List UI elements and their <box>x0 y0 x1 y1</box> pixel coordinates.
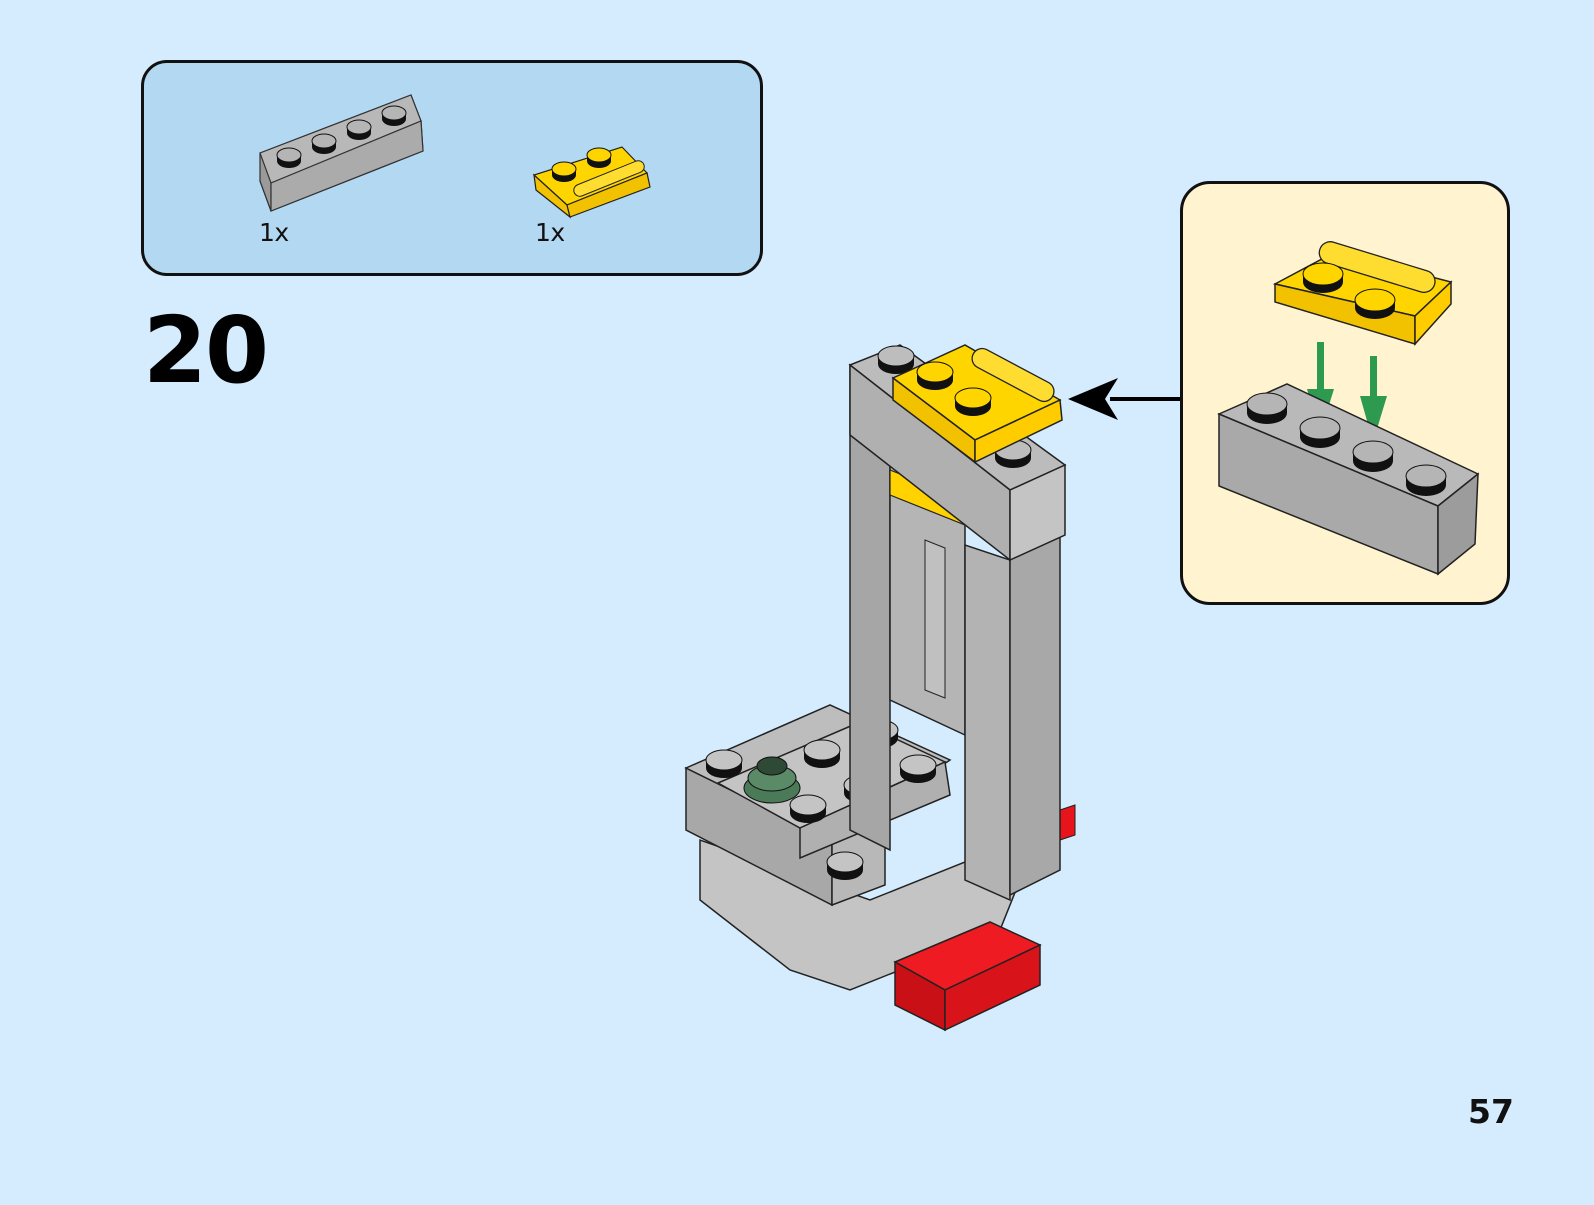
yellow-plate-handle-icon <box>532 146 651 219</box>
sub-assembly-callout <box>1180 181 1510 605</box>
part-gray-brick-1x4 <box>256 93 426 218</box>
base-assembly <box>684 704 1076 1032</box>
callout-assembly-icon <box>1217 241 1480 576</box>
green-flower-element <box>743 756 801 804</box>
part-yellow-plate-with-handle <box>532 135 657 220</box>
part-quantity-yellow-plate: 1x <box>535 218 565 247</box>
yellow-plate-placed <box>891 344 1063 464</box>
step-number: 20 <box>143 297 269 404</box>
part-quantity-gray-brick: 1x <box>259 218 289 247</box>
parts-list-panel: 1x 1x <box>141 60 763 276</box>
callout-gray-brick <box>1217 383 1480 576</box>
callout-yellow-plate <box>1272 241 1453 346</box>
stud-row <box>276 105 407 168</box>
red-tile <box>893 921 1042 1032</box>
gray-brick-1x4-icon <box>259 94 424 212</box>
arch-assembly <box>848 344 1067 902</box>
page-number: 57 <box>1468 1092 1514 1131</box>
